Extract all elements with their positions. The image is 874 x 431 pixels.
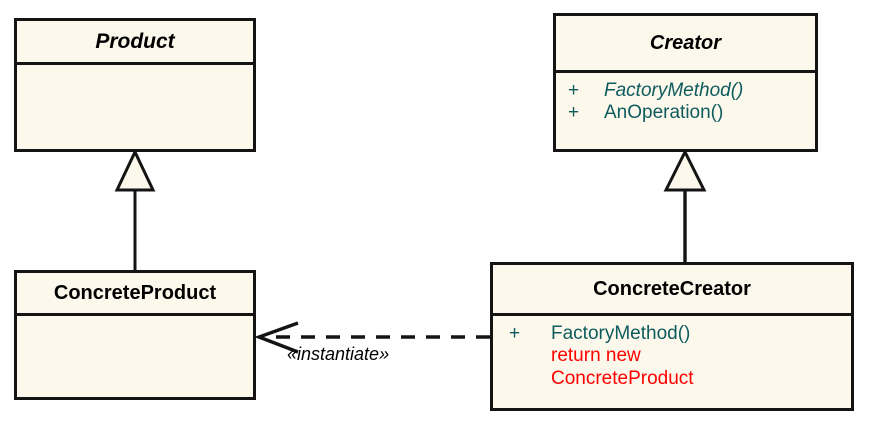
- class-box-concretecreator[interactable]: ConcreteCreator + FactoryMethod() return…: [490, 262, 854, 411]
- hollow-triangle-arrowhead-icon: [663, 148, 707, 192]
- class-box-product[interactable]: Product: [14, 18, 256, 152]
- compartment-divider: [493, 313, 851, 316]
- hollow-triangle-arrowhead-icon: [114, 148, 156, 192]
- members-compartment-concretecreator: + FactoryMethod() return new ConcretePro…: [493, 316, 851, 390]
- implementation-note-line: return new: [551, 345, 641, 367]
- members-compartment-concreteproduct: [17, 316, 253, 323]
- member-row[interactable]: + AnOperation(): [562, 102, 815, 124]
- member-row[interactable]: + FactoryMethod(): [501, 323, 851, 345]
- visibility-marker: +: [568, 80, 580, 101]
- compartment-divider: [556, 70, 815, 73]
- member-row[interactable]: + FactoryMethod(): [562, 80, 815, 102]
- dependency-label-instantiate: «instantiate»: [287, 344, 390, 364]
- member-signature: AnOperation(): [604, 102, 724, 124]
- compartment-divider: [17, 313, 253, 316]
- generalization-concreteproduct-to-product[interactable]: [114, 148, 156, 270]
- class-name-creator: Creator: [649, 31, 722, 54]
- member-signature: FactoryMethod(): [604, 80, 744, 101]
- class-name-concreteproduct: ConcreteProduct: [53, 281, 217, 304]
- members-compartment-creator: + FactoryMethod() + AnOperation(): [556, 73, 815, 125]
- class-box-creator[interactable]: Creator + FactoryMethod() + AnOperation(…: [553, 13, 818, 152]
- implementation-note-line: ConcreteProduct: [551, 367, 694, 389]
- compartment-divider: [17, 62, 253, 65]
- class-name-concretecreator: ConcreteCreator: [593, 277, 751, 300]
- visibility-marker: +: [509, 323, 521, 344]
- members-compartment-product: [17, 65, 253, 72]
- class-name-product: Product: [95, 29, 175, 53]
- member-signature: FactoryMethod(): [551, 323, 691, 344]
- class-box-concreteproduct[interactable]: ConcreteProduct: [14, 270, 256, 400]
- generalization-concretecreator-to-creator[interactable]: [663, 148, 707, 262]
- visibility-marker: +: [568, 102, 580, 124]
